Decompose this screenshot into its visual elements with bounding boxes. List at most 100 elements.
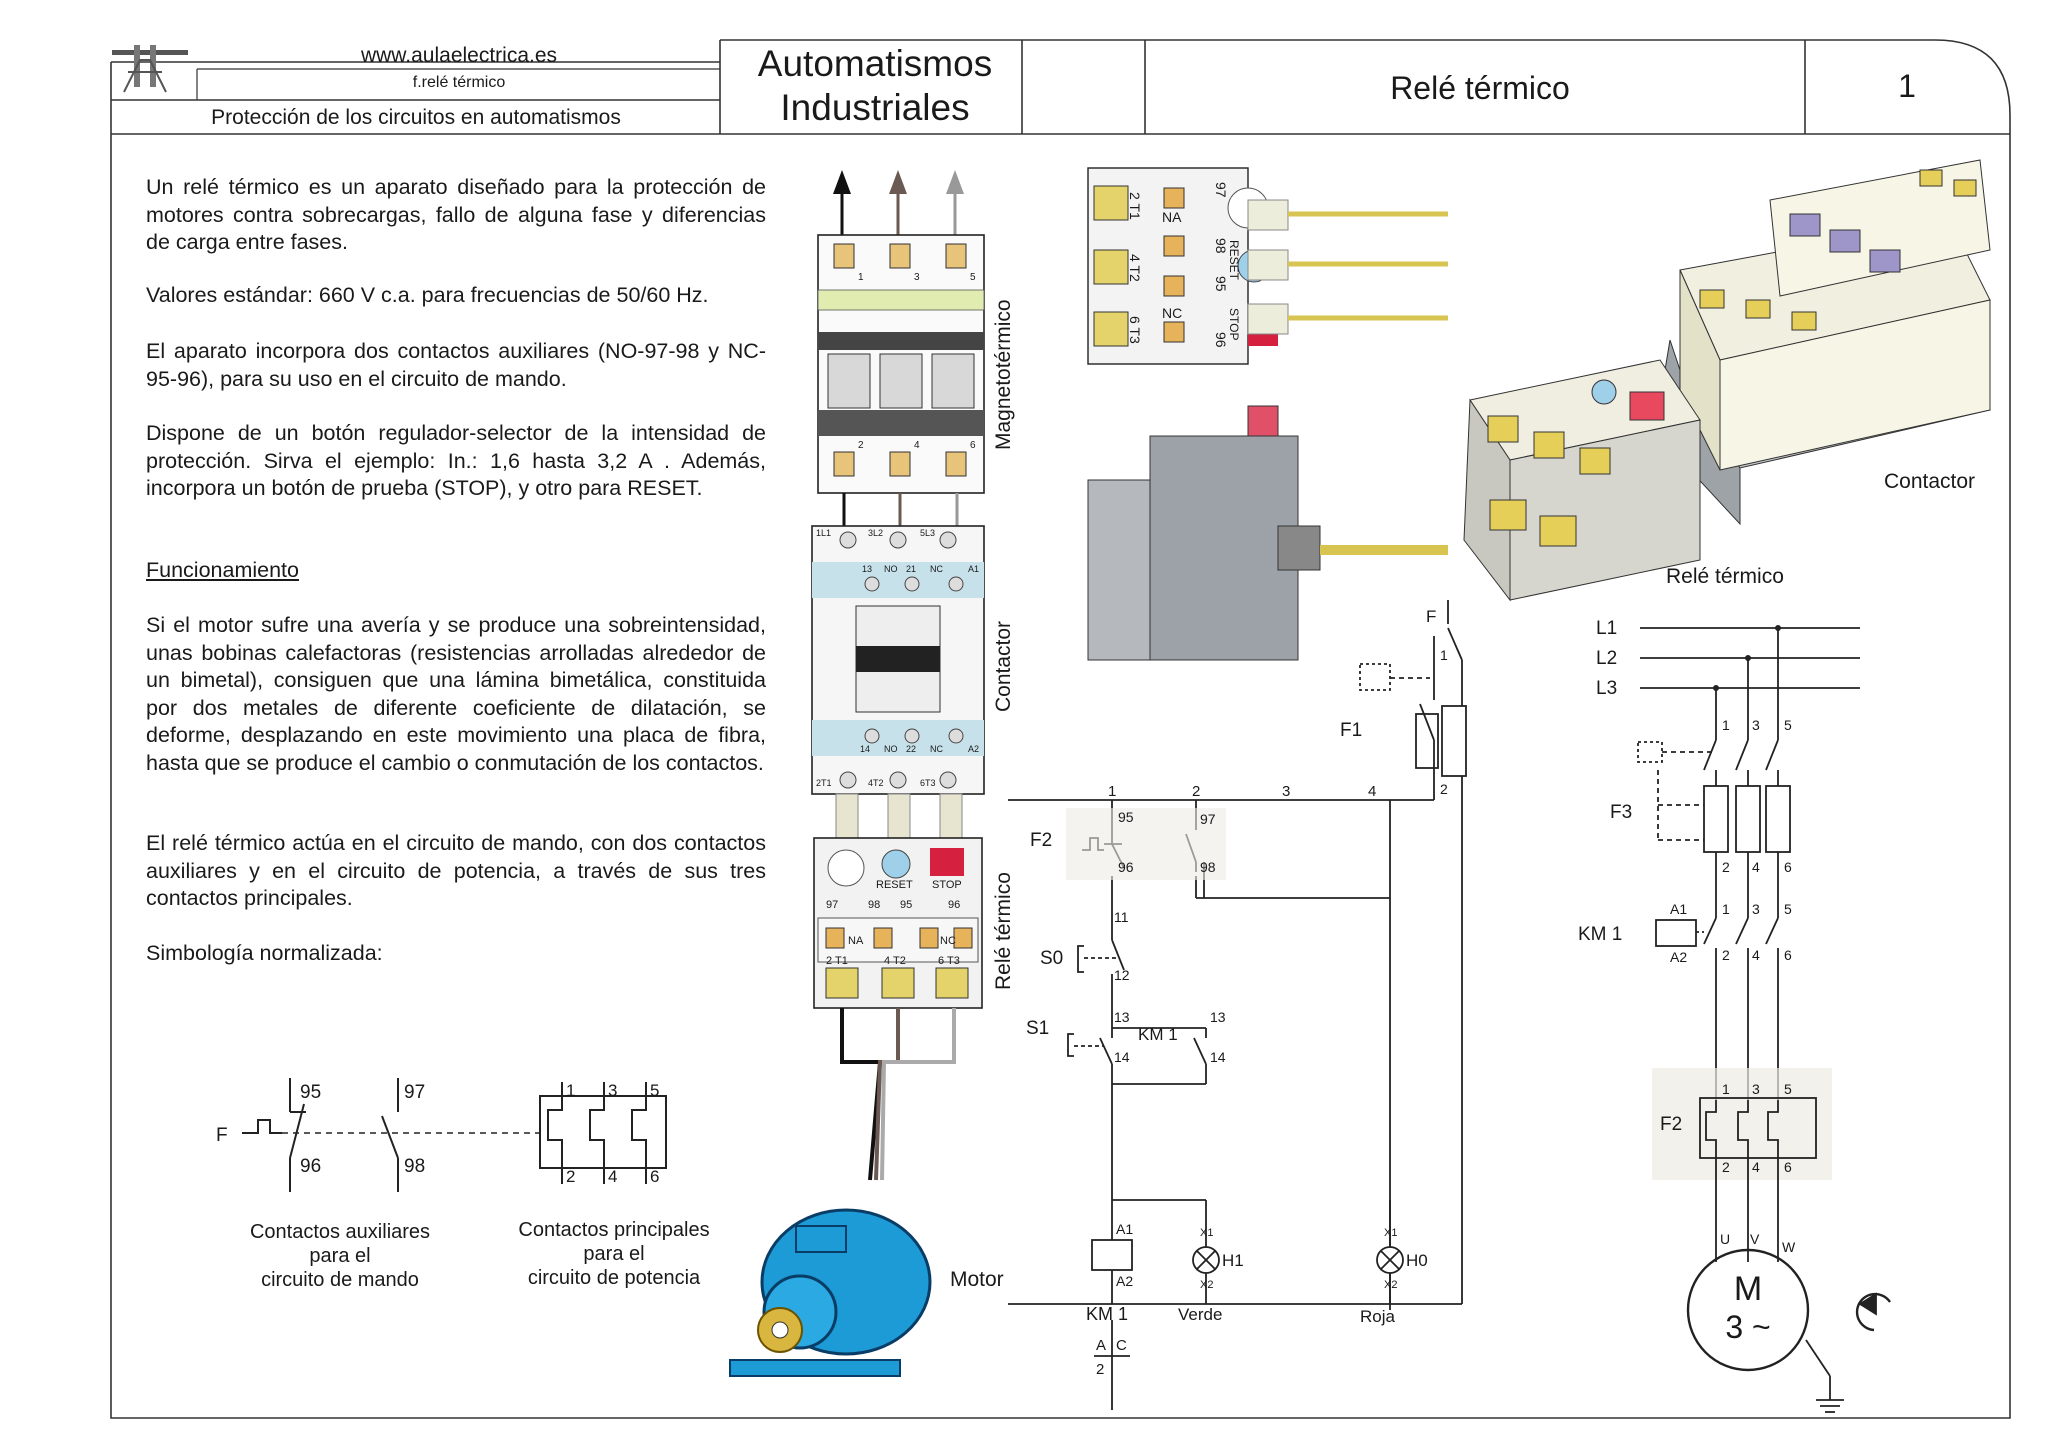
ctl-km1-contact: KM 1	[1138, 1025, 1178, 1044]
aux-caption-3: circuito de mando	[261, 1269, 419, 1291]
ctl-s0-11: 11	[1114, 909, 1129, 925]
pwr-f3-6: 6	[1784, 859, 1792, 875]
rt-96: 96	[948, 899, 960, 911]
pwr-km-4: 4	[1752, 947, 1760, 963]
rt-nc: NC	[940, 935, 956, 947]
ct-aux-a2: A2	[968, 744, 979, 754]
closeup-96: 96	[1213, 332, 1229, 348]
ctl-f: F	[1426, 607, 1436, 626]
power-nodes	[1713, 625, 1781, 691]
paragraph-intro: Un relé térmico es un aparato diseñado p…	[146, 175, 766, 254]
ct-aux-no-b: NO	[884, 744, 898, 754]
symbol-f-label: F	[216, 1125, 228, 1146]
ctl-node-3: 3	[1282, 783, 1290, 800]
pwr-f2-5: 5	[1784, 1081, 1792, 1097]
ctl-a2: A2	[1116, 1273, 1133, 1289]
symbol-98: 98	[404, 1156, 425, 1177]
ct-aux-13: 13	[862, 564, 872, 574]
mt-bot-2: 2	[858, 440, 864, 451]
ctl-a1: A1	[1116, 1221, 1133, 1237]
mt-bot-4: 4	[914, 440, 920, 451]
magnetothermal-breaker: 1 3 5 2 4 6	[817, 234, 985, 494]
rt-4t2: 4 T2	[884, 955, 906, 967]
f2-highlight	[1066, 808, 1226, 880]
logo-icon	[112, 45, 188, 93]
iso-contactor-label: Contactor	[1884, 470, 1975, 493]
ctl-f1-2: 2	[1440, 781, 1448, 797]
aux-caption-1: Contactos auxiliares	[250, 1221, 430, 1243]
rt-95: 95	[900, 899, 912, 911]
closeup-98: 98	[1213, 238, 1229, 254]
pwr-km-2: 2	[1722, 947, 1730, 963]
supply-arrows	[833, 170, 964, 236]
pwr-f3-1: 1	[1722, 717, 1730, 733]
closeup-4t2: 4 T2	[1127, 254, 1143, 282]
closeup-97: 97	[1213, 182, 1229, 198]
pwr-u: U	[1720, 1231, 1730, 1247]
main-caption-2: para el	[583, 1243, 644, 1265]
mt-top-1: 1	[858, 272, 864, 283]
pwr-f3: F3	[1610, 802, 1632, 823]
subject-label: Protección de los circuitos en automatis…	[211, 106, 621, 129]
symbol-96: 96	[300, 1156, 321, 1177]
contactor-device: 1L1 3L2 5L3 13 NO 21 NC A1 14 NO 22 NC A…	[811, 525, 985, 795]
pwr-km-3: 3	[1752, 901, 1760, 917]
pwr-f3-3: 3	[1752, 717, 1760, 733]
mt-bot-6: 6	[970, 440, 976, 451]
ctl-h1-x1: X1	[1200, 1227, 1213, 1239]
ctl-f2-95: 95	[1118, 809, 1134, 825]
ctl-f2: F2	[1030, 830, 1052, 851]
ctl-h1-x2: X2	[1200, 1279, 1213, 1291]
ctl-roja: Roja	[1360, 1307, 1396, 1326]
closeup-95: 95	[1213, 276, 1229, 292]
ctl-h0-x1: X1	[1384, 1227, 1397, 1239]
symbol-m2: 2	[566, 1167, 575, 1186]
paragraph-auxiliary: El aparato incorpora dos contactos auxil…	[146, 339, 766, 391]
ctl-f1: F1	[1340, 720, 1362, 741]
symbol-m4: 4	[608, 1167, 617, 1186]
label-contactor: Contactor	[992, 621, 1015, 712]
section-heading: Funcionamiento	[146, 558, 299, 582]
paragraph-values: Valores estándar: 660 V c.a. para frecue…	[146, 283, 709, 307]
ctl-km1-label: KM 1	[1086, 1304, 1128, 1324]
pwr-f2-1: 1	[1722, 1081, 1730, 1097]
rt-2t1: 2 T1	[826, 955, 848, 967]
pwr-motor-3: 3 ~	[1725, 1309, 1770, 1345]
ctl-node-2: 2	[1192, 783, 1200, 800]
ct-aux-22: 22	[906, 744, 916, 754]
ct-bot-6t3: 6T3	[920, 778, 936, 788]
pwr-motor-m: M	[1734, 1270, 1762, 1308]
ctl-f2-97: 97	[1200, 811, 1216, 827]
main-caption-1: Contactos principales	[518, 1219, 709, 1241]
pwr-l3: L3	[1596, 678, 1617, 699]
paragraph-symbology: Simbología normalizada:	[146, 941, 383, 965]
label-magnetotermico: Magnetotérmico	[992, 299, 1015, 450]
ctl-tbl-2: 2	[1096, 1361, 1104, 1378]
ctl-f1-1: 1	[1440, 647, 1448, 663]
mt-top-3: 3	[914, 272, 920, 283]
f2-power-highlight	[1652, 1068, 1832, 1180]
ctl-s1-14: 14	[1114, 1049, 1130, 1065]
ct-aux-nc-b: NC	[930, 744, 943, 754]
pwr-km1: KM 1	[1578, 924, 1622, 945]
pwr-f3-5: 5	[1784, 717, 1792, 733]
symbol-95: 95	[300, 1082, 321, 1103]
pwr-f2-3: 3	[1752, 1081, 1760, 1097]
ctl-s0-12: 12	[1114, 967, 1130, 983]
ct-top-5l3: 5L3	[920, 528, 935, 538]
ct-aux-a1: A1	[968, 564, 979, 574]
rt-reset: RESET	[876, 879, 913, 891]
closeup-6t3: 6 T3	[1127, 316, 1143, 344]
ctl-tbl-c: C	[1116, 1337, 1127, 1354]
page-title: Relé térmico	[1390, 70, 1570, 106]
label-rele-termico: Relé térmico	[992, 872, 1015, 990]
ct-top-1l1: 1L1	[816, 528, 831, 538]
closeup-2t1: 2 T1	[1127, 192, 1143, 220]
pwr-f2-6: 6	[1784, 1159, 1792, 1175]
pwr-f3-2: 2	[1722, 859, 1730, 875]
ctl-node-4: 4	[1368, 783, 1376, 800]
